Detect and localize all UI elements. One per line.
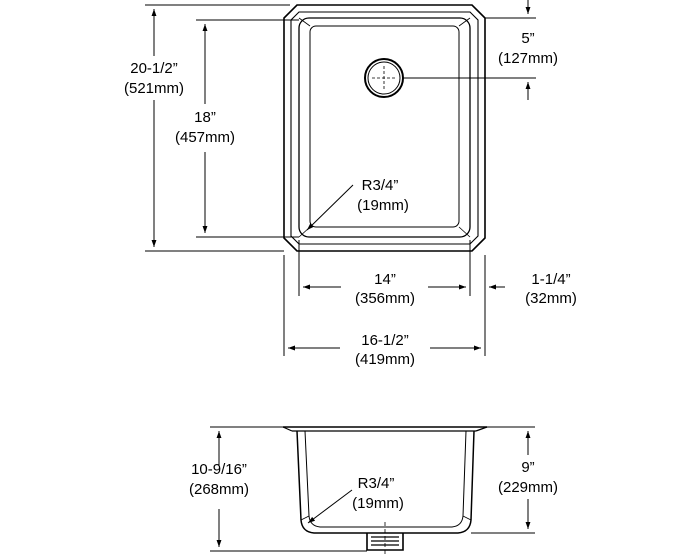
dim-overall-length-imperial: 20-1/2” — [130, 60, 178, 77]
dim-drain-offset: 5” (127mm) — [403, 0, 558, 100]
top-view: 20-1/2” (521mm) 18” (457mm) 5” (127mm) R… — [124, 0, 577, 368]
dim-overall-width: 16-1/2” (419mm) — [283, 255, 481, 368]
dim-bowl-width-imperial: 14” — [374, 271, 396, 288]
dim-rim-width-imperial: 1-1/4” — [531, 271, 570, 288]
dim-overall-length: 20-1/2” (521mm) — [124, 4, 290, 252]
dim-overall-width-metric: (419mm) — [355, 351, 415, 368]
sink-outer-rim — [283, 4, 486, 252]
dim-drain-offset-metric: (127mm) — [498, 50, 558, 67]
dim-side-corner-radius: R3/4” (19mm) — [307, 475, 404, 524]
dim-top-corner-radius-metric: (19mm) — [357, 197, 409, 214]
dim-bowl-width-metric: (356mm) — [355, 290, 415, 307]
dim-side-corner-radius-metric: (19mm) — [352, 495, 404, 512]
dim-bowl-length-metric: (457mm) — [175, 129, 235, 146]
side-bowl-outer — [296, 430, 475, 534]
bowl-floor — [309, 25, 460, 228]
dim-bowl-width: 14” (356mm) — [298, 240, 471, 307]
dim-bowl-depth-metric: (229mm) — [498, 479, 558, 496]
dim-overall-depth-imperial: 10-9/16” — [191, 461, 247, 478]
dim-overall-depth: 10-9/16” (268mm) — [189, 426, 367, 552]
dim-overall-depth-metric: (268mm) — [189, 481, 249, 498]
dim-top-corner-radius: R3/4” (19mm) — [306, 177, 409, 231]
dim-bowl-length-imperial: 18” — [194, 109, 216, 126]
side-drain — [366, 522, 404, 556]
dim-top-corner-radius-imperial: R3/4” — [362, 177, 399, 194]
side-view: 10-9/16” (268mm) 9” (229mm) R3/4” (19mm) — [189, 426, 558, 556]
bowl-outline — [298, 17, 471, 238]
dim-rim-width: 1-1/4” (32mm) — [484, 255, 577, 356]
drain — [364, 58, 404, 98]
dim-bowl-depth-imperial: 9” — [521, 459, 534, 476]
dim-bowl-length: 18” (457mm) — [175, 19, 299, 238]
dim-side-corner-radius-imperial: R3/4” — [358, 475, 395, 492]
dim-bowl-depth: 9” (229mm) — [471, 426, 558, 534]
dim-overall-length-metric: (521mm) — [124, 80, 184, 97]
dim-drain-offset-imperial: 5” — [521, 30, 534, 47]
dim-rim-width-metric: (32mm) — [525, 290, 577, 307]
dim-overall-width-imperial: 16-1/2” — [361, 332, 409, 349]
